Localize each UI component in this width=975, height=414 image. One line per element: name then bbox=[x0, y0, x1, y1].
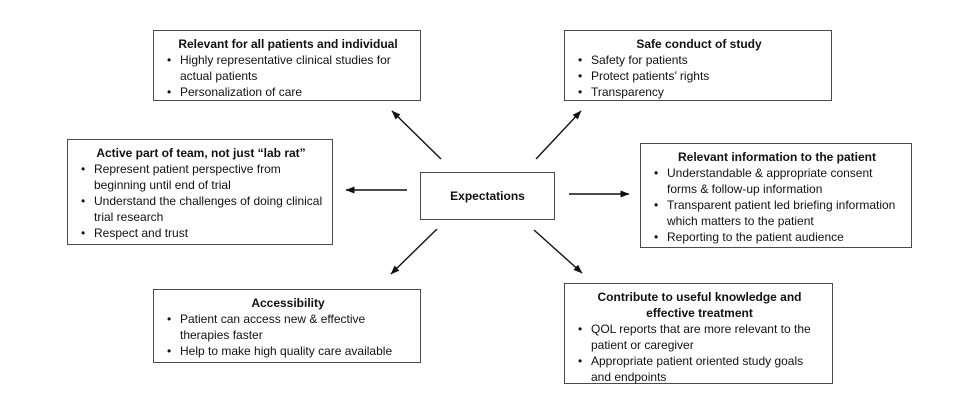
bullet-item: Understandable & appropriate consent for… bbox=[653, 165, 905, 197]
bullet-item: Transparency bbox=[577, 84, 825, 100]
bullet-item: Help to make high quality care available bbox=[166, 343, 414, 359]
bullet-item: Transparent patient led briefing informa… bbox=[653, 197, 905, 229]
box-title: Contribute to useful knowledge and effec… bbox=[597, 290, 802, 320]
bullet-item: Respect and trust bbox=[80, 225, 326, 241]
bullet-list: Patient can access new & effective thera… bbox=[162, 311, 414, 359]
box-title: Active part of team, not just “lab rat” bbox=[96, 146, 306, 160]
bullet-list: Highly representative clinical studies f… bbox=[162, 52, 414, 100]
center-box-label: Expectations bbox=[450, 189, 525, 203]
arrow-to-top-right-box bbox=[535, 110, 582, 160]
bullet-item: Reporting to the patient audience bbox=[653, 229, 905, 245]
box-relevant-all-patients: Relevant for all patients and individual… bbox=[153, 30, 421, 101]
box-title: Accessibility bbox=[251, 296, 325, 310]
bullet-list: QOL reports that are more relevant to th… bbox=[573, 321, 826, 385]
arrow-to-top-left-box bbox=[391, 110, 442, 160]
bullet-list: Safety for patients Protect patients’ ri… bbox=[573, 52, 825, 100]
bullet-item: Patient can access new & effective thera… bbox=[166, 311, 414, 343]
bullet-item: Appropriate patient oriented study goals… bbox=[577, 353, 826, 385]
bullet-item: Protect patients’ rights bbox=[577, 68, 825, 84]
box-safe-conduct: Safe conduct of study Safety for patient… bbox=[564, 30, 832, 101]
box-accessibility: Accessibility Patient can access new & e… bbox=[153, 289, 421, 363]
box-title: Relevant for all patients and individual bbox=[178, 37, 398, 51]
box-title: Safe conduct of study bbox=[636, 37, 762, 51]
arrow-to-bottom-right-box bbox=[533, 229, 583, 274]
bullet-item: Highly representative clinical studies f… bbox=[166, 52, 414, 84]
bullet-item: QOL reports that are more relevant to th… bbox=[577, 321, 826, 353]
bullet-item: Personalization of care bbox=[166, 84, 414, 100]
center-box-expectations: Expectations bbox=[420, 172, 555, 220]
bullet-item: Represent patient perspective from begin… bbox=[80, 161, 326, 193]
box-title: Relevant information to the patient bbox=[677, 150, 876, 164]
arrow-to-bottom-left-box bbox=[390, 228, 438, 275]
bullet-list: Represent patient perspective from begin… bbox=[76, 161, 326, 241]
box-active-part-of-team: Active part of team, not just “lab rat” … bbox=[67, 139, 333, 245]
bullet-item: Understand the challenges of doing clini… bbox=[80, 193, 326, 225]
box-contribute-knowledge: Contribute to useful knowledge and effec… bbox=[564, 283, 833, 384]
bullet-list: Understandable & appropriate consent for… bbox=[649, 165, 905, 245]
box-relevant-information: Relevant information to the patient Unde… bbox=[640, 143, 912, 248]
bullet-item: Safety for patients bbox=[577, 52, 825, 68]
